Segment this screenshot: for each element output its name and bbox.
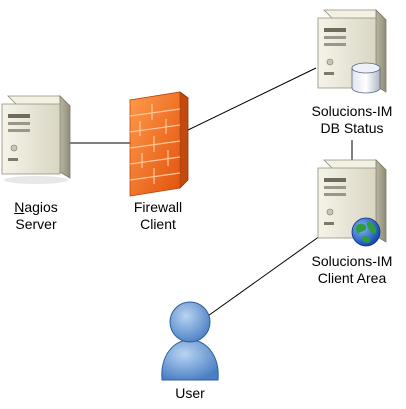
user-label: User (175, 385, 205, 401)
server-icon (1, 95, 71, 184)
node-label-nagios: Nagios Server (4, 199, 68, 233)
firewall-label-line1: Firewall (133, 199, 183, 215)
db-label-line1: Solucions-IM (311, 103, 393, 119)
database-icon (351, 62, 381, 94)
node-label-db: Solucions-IM DB Status (300, 103, 404, 137)
firewall-label-line2: Client (140, 216, 176, 232)
globe-icon (351, 217, 381, 247)
client-area-label-line1: Solucions-IM (311, 253, 393, 269)
db-label-line2: DB Status (320, 120, 384, 136)
nagios-label-rest: agios (24, 199, 58, 215)
nagios-label-initial: N (14, 199, 25, 215)
connectors (70, 67, 353, 319)
server-icon (317, 159, 387, 243)
link-clientarea-user (204, 235, 321, 319)
node-label-client-area: Solucions-IM Client Area (300, 253, 404, 287)
client-area-label-line2: Client Area (317, 270, 387, 286)
node-label-user: User (150, 385, 230, 402)
user-icon (161, 301, 219, 381)
node-label-firewall: Firewall Client (118, 199, 198, 233)
firewall-icon (129, 91, 189, 197)
nagios-label-line2: Server (15, 216, 57, 232)
link-firewall-db (187, 67, 317, 131)
